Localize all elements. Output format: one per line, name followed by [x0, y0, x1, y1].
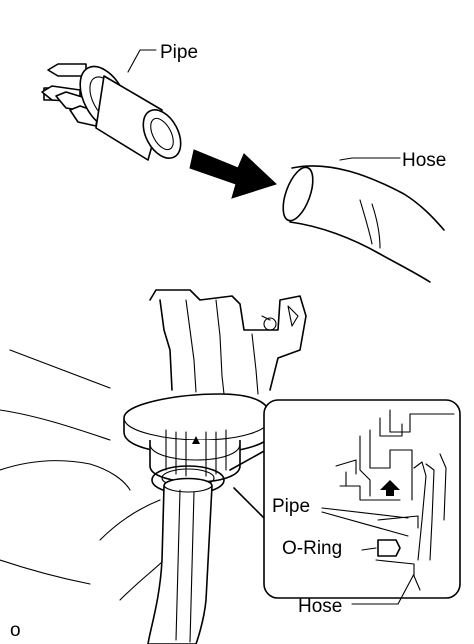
pipe-label-top: Pipe	[160, 42, 198, 63]
pipe-drawing	[41, 49, 182, 161]
figure-code: o	[10, 620, 21, 641]
arrow-right-down-icon	[189, 149, 277, 199]
hose-drawing	[282, 157, 445, 283]
fuel-tank-assembly	[0, 289, 307, 644]
arrow-up-icon	[380, 480, 400, 496]
hose-label-inset: Hose	[298, 596, 342, 617]
oring-label-inset: O-Ring	[282, 538, 342, 559]
inset-detail	[229, 399, 461, 605]
hose-label-top: Hose	[402, 150, 446, 171]
pipe-label-inset: Pipe	[272, 496, 310, 517]
